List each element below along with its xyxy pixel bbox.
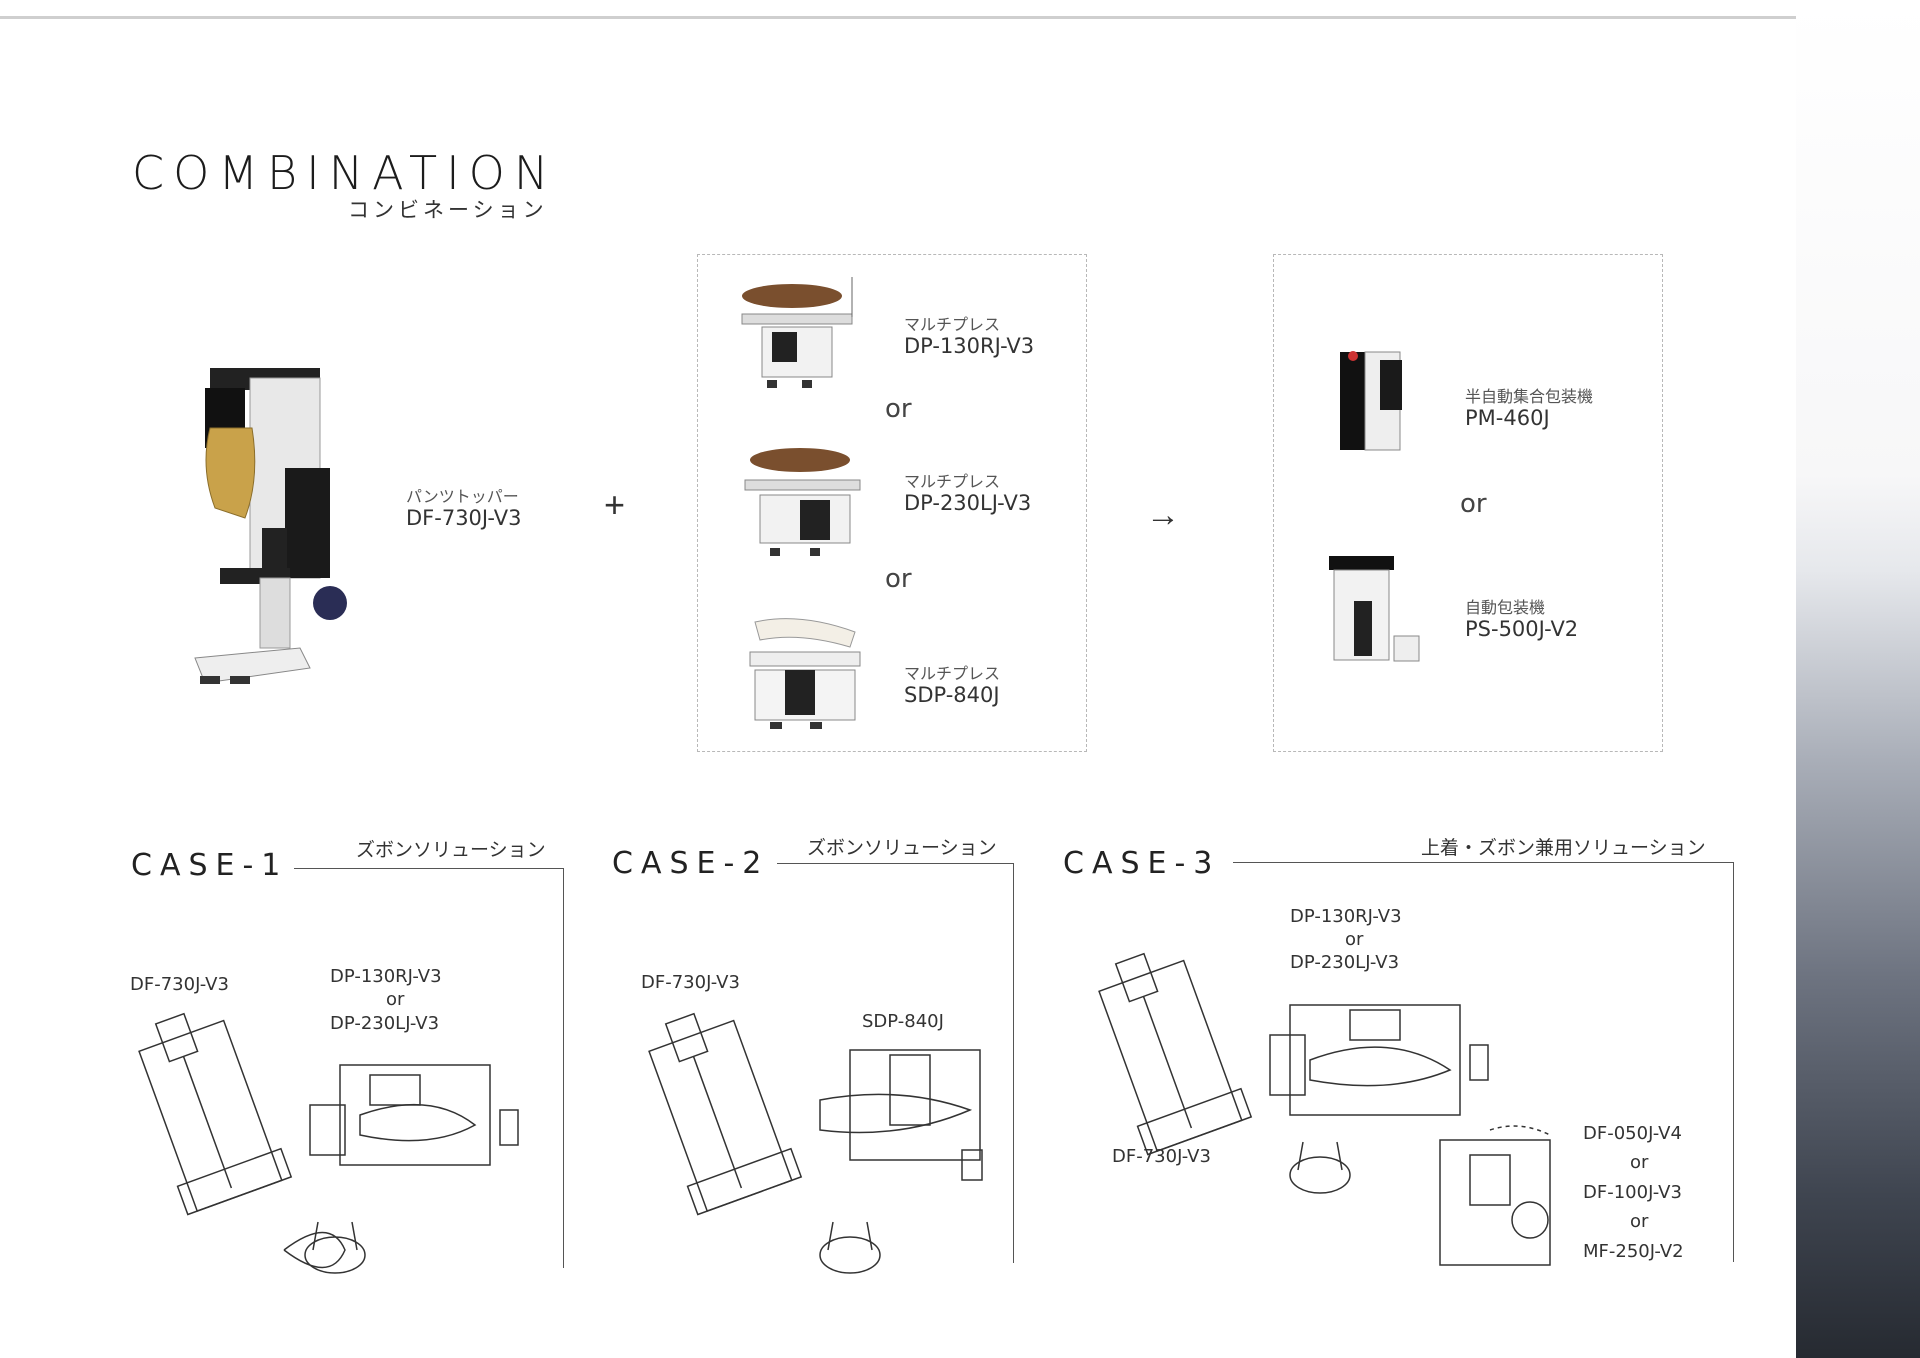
- press-options-box: [697, 254, 1087, 752]
- case-1-label-or: or: [386, 989, 405, 1010]
- packer-1-model-label: PM-460J: [1465, 406, 1550, 430]
- packer-ps500-image: [1329, 556, 1420, 662]
- case-1-title: CASE-1: [131, 848, 289, 883]
- case-3-subtitle: 上着・ズボン兼用ソリューション: [1421, 837, 1706, 859]
- case-3-label-b1: DP-130RJ-V3: [1290, 906, 1402, 927]
- plus-sign: +: [604, 484, 626, 525]
- case-2-label-b: SDP-840J: [862, 1011, 944, 1032]
- press-3-model-label: SDP-840J: [904, 683, 1000, 707]
- case-3-label-c3: MF-250J-V2: [1583, 1241, 1684, 1262]
- packer-options-box: [1273, 254, 1663, 752]
- topper-model-label: DF-730J-V3: [406, 506, 522, 530]
- packer-2-model-label: PS-500J-V2: [1465, 617, 1579, 641]
- case-3-label-c-or1: or: [1630, 1152, 1649, 1173]
- topper-jp-label: パンツトッパー: [406, 487, 519, 506]
- side-gradient-bar: [1796, 0, 1920, 1358]
- topper-machine-image: [194, 368, 347, 684]
- case-3-label-b-or: or: [1345, 929, 1364, 950]
- case-2-diagram: [648, 1012, 983, 1274]
- case-1-subtitle: ズボンソリューション: [356, 839, 546, 861]
- press-3-jp-label: マルチプレス: [904, 664, 1001, 683]
- case-1-label-b1: DP-130RJ-V3: [330, 966, 442, 987]
- case-2-subtitle: ズボンソリューション: [807, 837, 997, 859]
- case-1-label-b2: DP-230LJ-V3: [330, 1013, 440, 1034]
- packer-1-jp-label: 半自動集合包装機: [1465, 387, 1594, 406]
- press-1-model-label: DP-130RJ-V3: [904, 334, 1035, 358]
- press-sdp840-image: [749, 618, 861, 729]
- press-2-jp-label: マルチプレス: [904, 472, 1001, 491]
- case-2-title: CASE-2: [612, 846, 770, 881]
- case-1-label-a: DF-730J-V3: [130, 974, 229, 995]
- or-text: or: [1460, 489, 1487, 519]
- case-1-diagram: [138, 1012, 519, 1274]
- case-3-diagram: [1098, 952, 1551, 1266]
- press-1-jp-label: マルチプレス: [904, 315, 1001, 334]
- page-title: COMBINATION: [132, 146, 558, 200]
- arrow-right-icon: →: [1146, 496, 1180, 534]
- packer-2-jp-label: 自動包装機: [1465, 598, 1546, 617]
- press-dp230-image: [744, 448, 861, 556]
- press-dp130-image: [741, 277, 853, 388]
- case-3-label-c2: DF-100J-V3: [1583, 1182, 1682, 1203]
- or-text: or: [885, 564, 912, 594]
- press-2-model-label: DP-230LJ-V3: [904, 491, 1032, 515]
- case-3-label-a: DF-730J-V3: [1112, 1146, 1211, 1167]
- case-3-label-c1: DF-050J-V4: [1583, 1123, 1682, 1144]
- packer-pm460-image: [1340, 351, 1402, 451]
- page-subtitle: コンビネーション: [348, 198, 548, 222]
- case-3-label-b2: DP-230LJ-V3: [1290, 952, 1400, 973]
- top-rule: [0, 16, 1800, 19]
- case-3-title: CASE-3: [1063, 846, 1221, 881]
- case-3-label-c-or2: or: [1630, 1211, 1649, 1232]
- case-2-label-a: DF-730J-V3: [641, 972, 740, 993]
- or-text: or: [885, 394, 912, 424]
